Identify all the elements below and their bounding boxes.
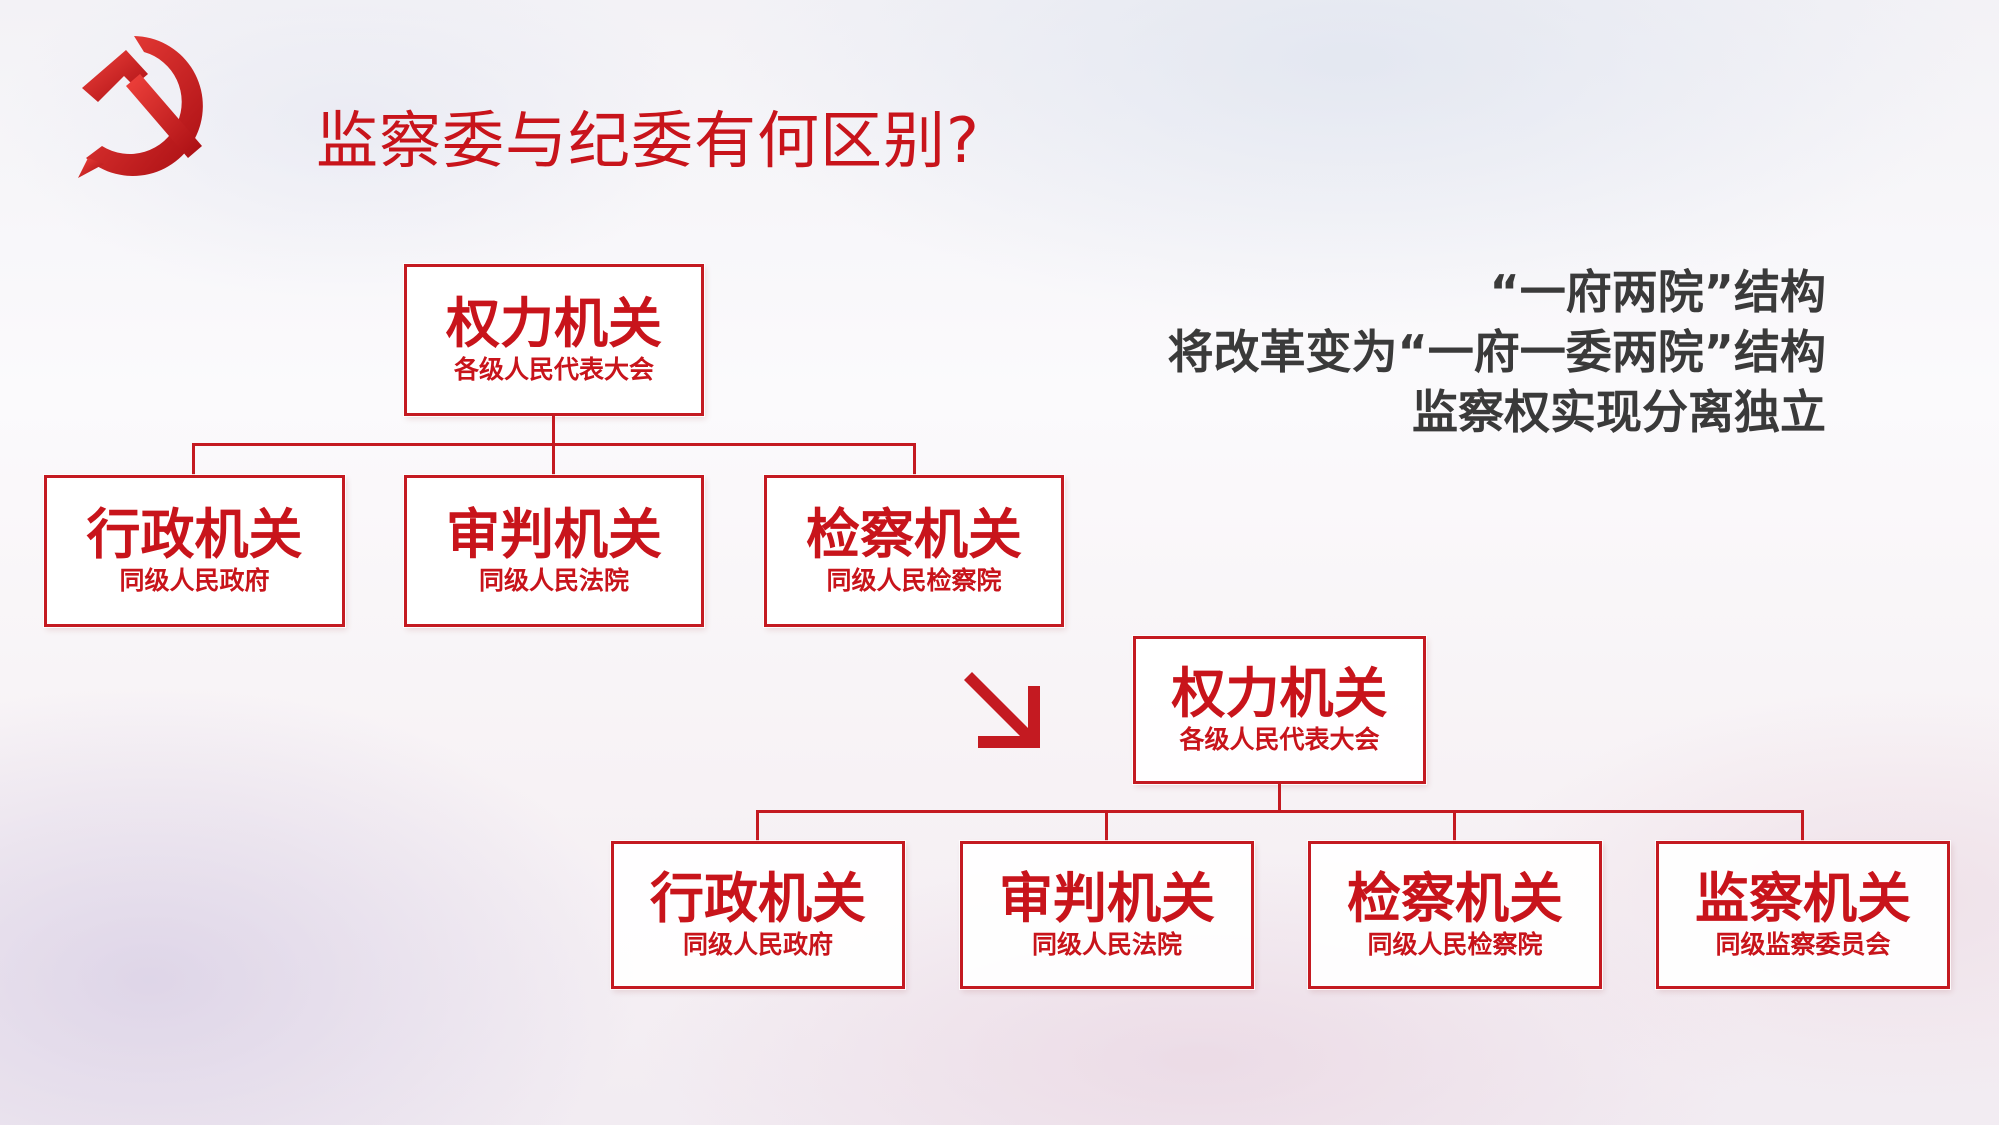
after-root-title: 权力机关 (1171, 662, 1388, 725)
before-child-box: 检察机关 同级人民检察院 (764, 475, 1064, 627)
after-child-title: 行政机关 (650, 867, 866, 930)
connector (913, 443, 916, 476)
after-child-title: 审判机关 (999, 867, 1215, 930)
connector (1453, 810, 1456, 842)
info-text: “一府两院”结构 将改革变为“一府一委两院”结构 监察权实现分离独立 (1168, 262, 1826, 442)
connector (1105, 810, 1108, 842)
after-root-subtitle: 各级人民代表大会 (1179, 725, 1380, 754)
before-child-box: 行政机关 同级人民政府 (44, 475, 345, 627)
before-child-box: 审判机关 同级人民法院 (404, 475, 704, 627)
connector (552, 443, 555, 476)
hammer-sickle-icon (78, 36, 203, 178)
arrow-down-right-icon (964, 672, 1040, 748)
connector (1278, 784, 1281, 812)
after-root-box: 权力机关 各级人民代表大会 (1133, 636, 1426, 784)
before-root-box: 权力机关 各级人民代表大会 (404, 264, 704, 416)
after-child-subtitle: 同级人民检察院 (1367, 930, 1543, 959)
before-child-title: 行政机关 (86, 503, 303, 566)
info-line-2: 将改革变为“一府一委两院”结构 (1167, 325, 1826, 379)
before-root-title: 权力机关 (446, 292, 662, 355)
page-title: 监察委与纪委有何区别? (316, 104, 980, 177)
before-child-subtitle: 同级人民检察院 (826, 566, 1002, 595)
before-child-title: 检察机关 (806, 503, 1022, 566)
after-child-subtitle: 同级人民法院 (1031, 930, 1182, 959)
before-root-subtitle: 各级人民代表大会 (453, 355, 654, 384)
info-line-3: 监察权实现分离独立 (1412, 385, 1826, 439)
after-child-title: 监察机关 (1695, 867, 1911, 930)
before-child-subtitle: 同级人民法院 (478, 566, 629, 595)
after-child-box: 监察机关 同级监察委员会 (1656, 841, 1950, 989)
after-child-title: 检察机关 (1347, 867, 1563, 930)
connector (756, 810, 759, 842)
after-child-subtitle: 同级监察委员会 (1715, 930, 1891, 959)
before-child-subtitle: 同级人民政府 (119, 566, 270, 595)
connector (192, 443, 195, 476)
after-child-box: 行政机关 同级人民政府 (611, 841, 905, 989)
connector (756, 810, 1804, 813)
after-child-box: 检察机关 同级人民检察院 (1308, 841, 1602, 989)
connector (1801, 810, 1804, 842)
info-line-1: “一府两院”结构 (1489, 265, 1826, 319)
connector (552, 416, 555, 445)
after-child-box: 审判机关 同级人民法院 (960, 841, 1254, 989)
before-child-title: 审判机关 (446, 503, 662, 566)
after-child-subtitle: 同级人民政府 (682, 930, 833, 959)
